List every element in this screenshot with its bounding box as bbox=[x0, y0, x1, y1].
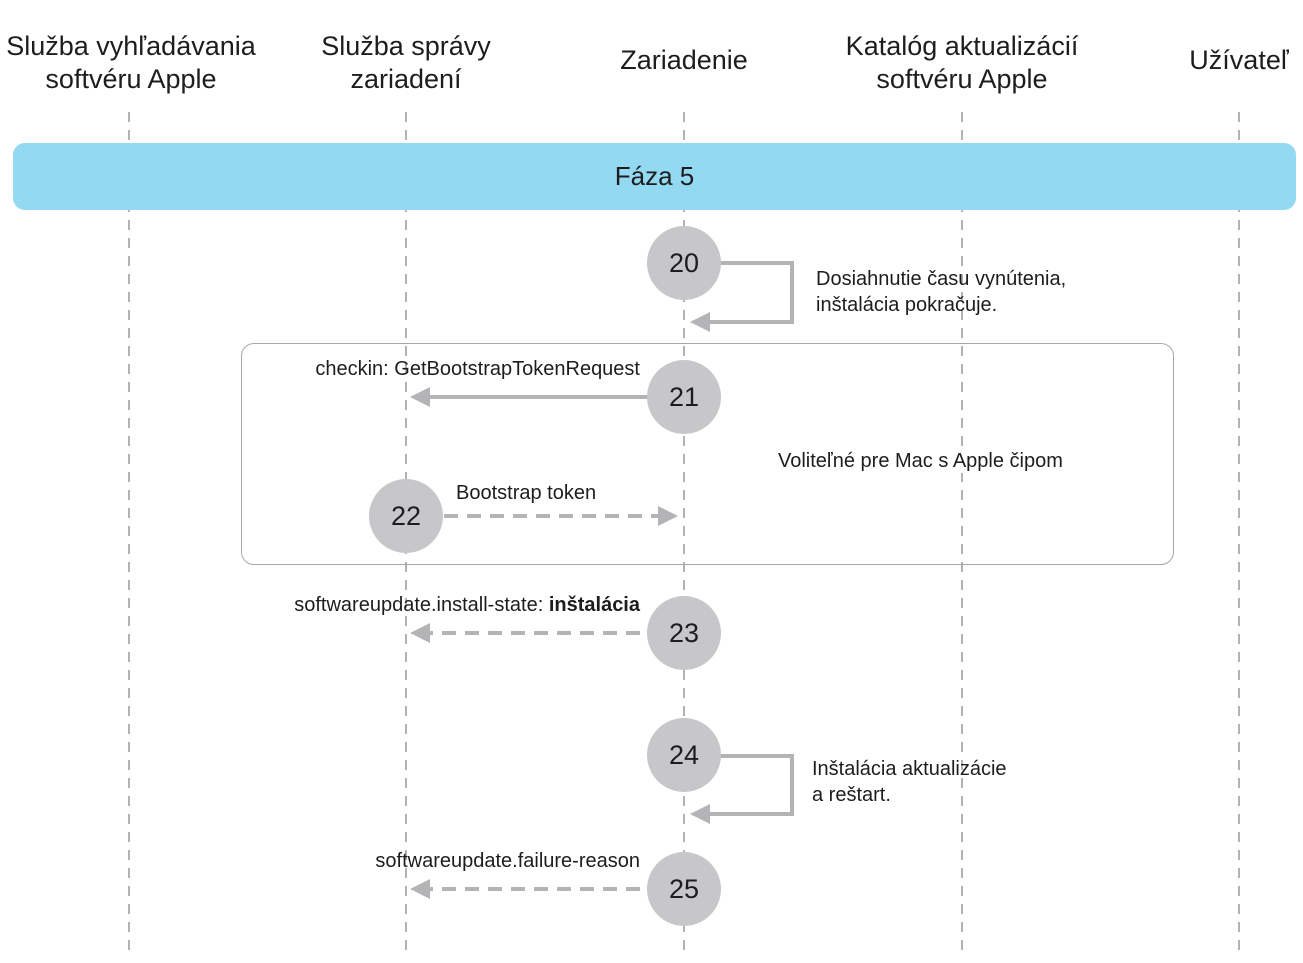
lane-title-mdm: Služba správy zariadení bbox=[321, 31, 491, 94]
optional-group-label: Voliteľné pre Mac s Apple čipom bbox=[776, 450, 1065, 473]
self-loop-arrow-20 bbox=[690, 261, 794, 332]
step-number: 23 bbox=[668, 617, 700, 648]
step-circle-24: 24 bbox=[647, 718, 721, 792]
step-number: 21 bbox=[668, 381, 700, 412]
phase-label: Fáza 5 bbox=[614, 161, 695, 191]
lane-title-user: Užívateľ bbox=[1189, 45, 1289, 75]
step-label-23-value: inštalácia bbox=[548, 594, 640, 616]
lane-title-catalog: Katalóg aktualizácií softvéru Apple bbox=[845, 31, 1079, 94]
lane-title-device: Zariadenie bbox=[620, 45, 748, 75]
step-label-25: softwareupdate.failure-reason bbox=[375, 850, 640, 872]
step-label-24: Inštalácia aktualizácie a reštart. bbox=[812, 758, 1007, 806]
self-loop-arrow-24 bbox=[690, 754, 794, 824]
step-label-22: Bootstrap token bbox=[456, 482, 597, 504]
phase-band: Fáza 5 bbox=[13, 143, 1296, 210]
step-circle-23: 23 bbox=[647, 596, 721, 670]
step-label-23: softwareupdate.install-state: inštalácia bbox=[294, 592, 640, 618]
step-circle-21: 21 bbox=[647, 360, 721, 434]
step-label-20: Dosiahnutie času vynútenia, inštalácia p… bbox=[816, 268, 1067, 316]
step-number: 22 bbox=[390, 500, 422, 531]
lane-title-sus: Služba vyhľadávania softvéru Apple bbox=[6, 31, 256, 94]
step-label-21: checkin: GetBootstrapTokenRequest bbox=[315, 358, 640, 380]
optional-group-box bbox=[241, 343, 1174, 565]
step-number: 20 bbox=[668, 247, 700, 278]
step-circle-20: 20 bbox=[647, 226, 721, 300]
step-circle-22: 22 bbox=[369, 479, 443, 553]
step-label-23-key: softwareupdate.install-state: bbox=[294, 594, 549, 616]
step-circle-25: 25 bbox=[647, 852, 721, 926]
step-number: 25 bbox=[668, 873, 700, 904]
step-number: 24 bbox=[668, 739, 700, 770]
